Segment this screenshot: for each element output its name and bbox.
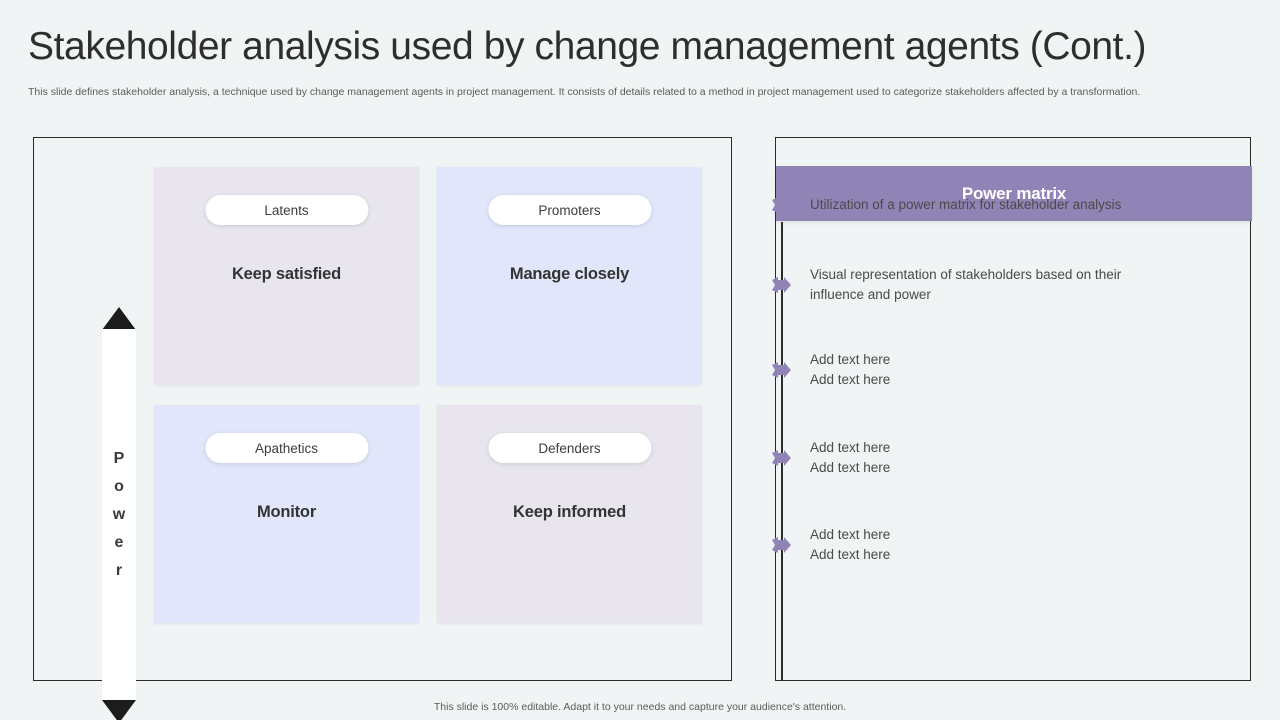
- power-matrix-banner: Power matrix: [776, 166, 1252, 221]
- quadrant-pill-label: Apathetics: [205, 433, 368, 463]
- quadrant-pill-label: Latents: [205, 195, 368, 225]
- power-axis-letter: P: [113, 450, 125, 467]
- quadrant-promoters[interactable]: Promoters Manage closely: [437, 167, 702, 385]
- quadrant-action-label: Keep informed: [513, 503, 626, 521]
- power-axis-letter: o: [114, 478, 124, 495]
- arrow-down-icon: [102, 700, 136, 720]
- quadrant-grid: Latents Keep satisfied Promoters Manage …: [154, 167, 702, 623]
- list-item-text: Utilization of a power matrix for stakeh…: [810, 197, 1122, 212]
- arrow-bullet-icon: [772, 536, 791, 553]
- list-item-text: Add text here Add text here: [810, 440, 891, 475]
- quadrant-action-label: Manage closely: [509, 265, 630, 283]
- quadrant-latents[interactable]: Latents Keep satisfied: [154, 167, 419, 385]
- quadrant-action-label: Keep satisfied: [231, 265, 342, 283]
- quadrant-body: Apathetics Monitor: [154, 405, 419, 623]
- list-item[interactable]: Add text here Add text here: [772, 350, 1246, 389]
- arrow-up-icon: [102, 307, 136, 330]
- list-item[interactable]: Add text here Add text here: [772, 525, 1246, 564]
- arrow-bullet-icon: [772, 361, 791, 378]
- arrow-bullet-icon: [772, 196, 791, 213]
- power-axis-bar: [102, 329, 136, 701]
- quadrant-body: Promoters Manage closely: [437, 167, 702, 385]
- arrow-bullet-icon: [772, 276, 791, 293]
- quadrant-body: Latents Keep satisfied: [154, 167, 419, 385]
- list-item-text: Add text here Add text here: [810, 352, 891, 387]
- list-item-text: Add text here Add text here: [810, 527, 891, 562]
- power-axis-label: P o w e r: [102, 307, 136, 720]
- power-axis: P o w e r: [102, 307, 136, 720]
- arrow-bullet-icon: [772, 449, 791, 466]
- quadrant-defenders[interactable]: Defenders Keep informed: [437, 405, 702, 623]
- quadrant-body: Defenders Keep informed: [437, 405, 702, 623]
- bullet-rail: [781, 222, 783, 680]
- quadrant-apathetics[interactable]: Apathetics Monitor: [154, 405, 419, 623]
- list-item[interactable]: Add text here Add text here: [772, 438, 1246, 477]
- power-matrix-panel: Power matrix Utilization of a power matr…: [772, 137, 1252, 681]
- quadrant-pill-label: Defenders: [488, 433, 651, 463]
- power-axis-letter: e: [114, 534, 124, 551]
- page-title: Stakeholder analysis used by change mana…: [28, 25, 1147, 68]
- power-axis-letter: r: [115, 562, 123, 579]
- matrix-panel: P o w e r Latents Keep satisfied Promote…: [33, 137, 732, 720]
- quadrant-pill-label: Promoters: [488, 195, 651, 225]
- list-item[interactable]: Visual representation of stakeholders ba…: [772, 265, 1246, 304]
- power-axis-letter: w: [112, 506, 126, 523]
- page-subtitle: This slide defines stakeholder analysis,…: [28, 86, 1141, 98]
- list-item-text: Visual representation of stakeholders ba…: [810, 267, 1122, 302]
- quadrant-action-label: Monitor: [256, 503, 317, 521]
- list-item[interactable]: Utilization of a power matrix for stakeh…: [772, 195, 1246, 215]
- footer-note: This slide is 100% editable. Adapt it to…: [433, 701, 847, 713]
